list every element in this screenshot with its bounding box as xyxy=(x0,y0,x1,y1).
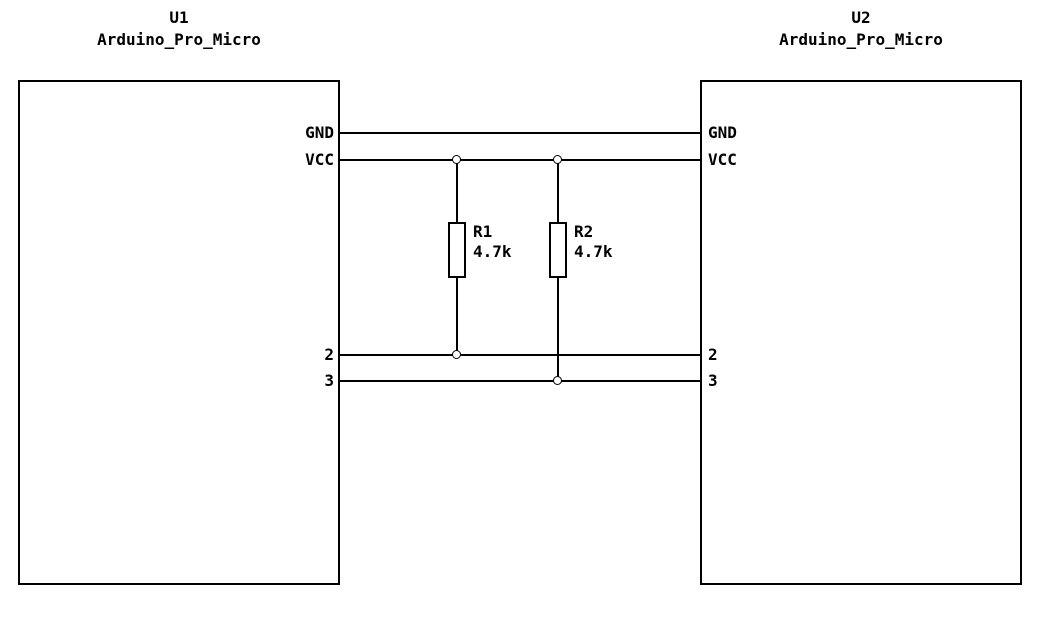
u1-pin-label-2: 2 xyxy=(324,345,334,364)
u2-pin-label-3: 3 xyxy=(708,371,718,390)
r1-value: 4.7k xyxy=(473,242,512,261)
u2-pin-label-2: 2 xyxy=(708,345,718,364)
r2-reference: R2 xyxy=(574,222,594,241)
r2-body xyxy=(549,222,567,278)
r2-value: 4.7k xyxy=(574,242,613,261)
u2-reference: U2 xyxy=(851,8,871,27)
r1-body xyxy=(448,222,466,278)
r1-reference: R1 xyxy=(473,222,493,241)
u1-value: Arduino_Pro_Micro xyxy=(97,30,261,49)
u2-value: Arduino_Pro_Micro xyxy=(779,30,943,49)
component-u2-body xyxy=(700,80,1022,585)
junction-dot-r1-vcc xyxy=(452,155,461,164)
u2-pin-label-gnd: GND xyxy=(708,123,737,142)
junction-dot-r1-pin2 xyxy=(452,350,461,359)
u1-pin-label-3: 3 xyxy=(324,371,334,390)
u1-reference: U1 xyxy=(169,8,189,27)
component-u1-body xyxy=(18,80,340,585)
u1-pin-label-vcc: VCC xyxy=(305,150,334,169)
wire-pin2 xyxy=(340,354,700,356)
junction-dot-r2-vcc xyxy=(553,155,562,164)
wire-pin3 xyxy=(340,380,700,382)
u1-pin-label-gnd: GND xyxy=(305,123,334,142)
junction-dot-r2-pin3 xyxy=(553,376,562,385)
wire-gnd xyxy=(340,132,700,134)
wire-vcc xyxy=(340,159,700,161)
u2-pin-label-vcc: VCC xyxy=(708,150,737,169)
